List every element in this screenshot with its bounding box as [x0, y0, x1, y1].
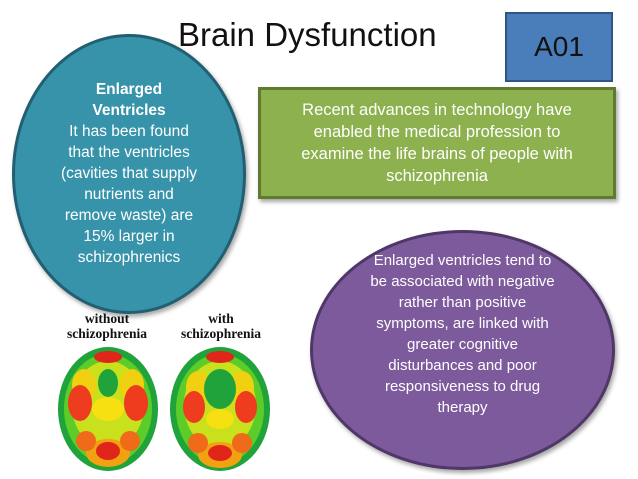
purple-text-line: Enlarged ventricles tend to: [373, 252, 552, 269]
callout-text-line: enabled the medical profession to: [313, 123, 561, 141]
code-badge-label: A01: [534, 31, 584, 62]
circle-text-line: 15% larger in: [83, 228, 175, 245]
technology-callout-box: Recent advances in technology have enabl…: [258, 87, 616, 199]
purple-text-line: be associated with negative: [370, 273, 555, 290]
purple-text-line: greater cognitive: [407, 336, 518, 353]
circle-text-line: nutrients and: [84, 186, 174, 203]
callout-text-line: examine the life brains of people with: [301, 145, 573, 163]
purple-text-line: responsiveness to drug: [384, 378, 541, 395]
negative-symptoms-circle: Enlarged ventricles tend to be associate…: [310, 230, 615, 470]
circle-text-line: It has been found: [69, 123, 189, 140]
purple-text-line: rather than positive: [398, 294, 527, 311]
circle-heading-line-1: Enlarged: [95, 81, 163, 98]
brain-label-without-line-1: without: [84, 311, 130, 326]
circle-text-line: remove waste) are: [64, 207, 194, 224]
brain-label-with-line-2: schizophrenia: [180, 326, 261, 341]
purple-text-line: disturbances and poor: [388, 357, 537, 374]
enlarged-ventricles-circle: Enlarged Ventricles It has been found th…: [12, 34, 246, 314]
code-badge: A01: [505, 12, 613, 82]
brain-scan-with-image: [170, 347, 270, 471]
purple-text-line: symptoms, are linked with: [376, 315, 549, 332]
callout-text-line: Recent advances in technology have: [302, 101, 572, 119]
brain-label-without: without schizophrenia: [52, 311, 162, 341]
slide-title: Brain Dysfunction: [178, 16, 437, 53]
circle-heading-line-2: Ventricles: [92, 102, 166, 119]
brain-label-without-line-2: schizophrenia: [66, 326, 147, 341]
callout-text-line: schizophrenia: [386, 167, 488, 185]
circle-text-line: (cavities that supply: [60, 165, 198, 182]
brain-scan-figure: without schizophrenia with schizophrenia: [52, 307, 276, 477]
brain-label-with-line-1: with: [208, 311, 234, 326]
brain-label-with: with schizophrenia: [166, 311, 276, 341]
brain-scan-without-image: [58, 347, 158, 471]
circle-text-line: that the ventricles: [68, 144, 190, 161]
circle-text-line: schizophrenics: [77, 249, 181, 266]
purple-text-line: therapy: [437, 399, 488, 416]
